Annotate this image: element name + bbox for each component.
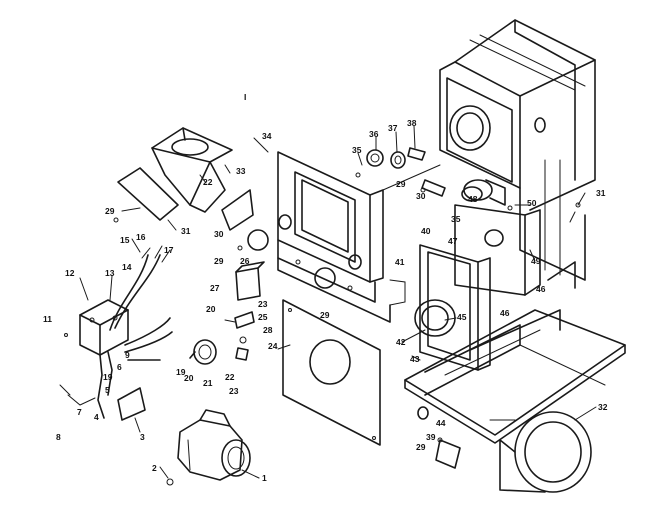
label-part-29a: 29	[105, 206, 115, 216]
label-part-46b: 46	[536, 284, 546, 294]
burner-panel	[414, 244, 491, 371]
label-part-43: 43	[410, 354, 420, 364]
leader-lines	[79, 125, 597, 479]
label-part-32: 32	[598, 402, 608, 412]
label-part-31b: 31	[596, 188, 606, 198]
hardware-screws	[64, 172, 581, 443]
label-part-22a: 22	[225, 372, 235, 382]
burner-hood-33	[151, 127, 233, 213]
heat-exchanger-assembly	[439, 19, 596, 281]
label-part-42: 42	[396, 337, 406, 347]
label-part-7: 7	[77, 407, 82, 417]
front-panel-34	[277, 151, 441, 323]
label-part-47: 47	[448, 236, 458, 246]
label-part-1: 1	[262, 473, 267, 483]
label-part-20b: 20	[184, 373, 194, 383]
label-part-40: 40	[421, 226, 431, 236]
label-part-29c: 29	[320, 310, 330, 320]
vestibule-panel	[454, 204, 541, 296]
label-part-48: 48	[468, 194, 478, 204]
label-part-29d: 29	[396, 179, 406, 189]
label-part-8: 8	[56, 432, 61, 442]
sight-glass-parts	[366, 147, 446, 197]
label-part-50: 50	[527, 198, 537, 208]
label-part-2: 2	[152, 463, 157, 473]
control-box	[59, 245, 173, 421]
label-part-49: 49	[531, 256, 541, 266]
motor-assembly-1	[166, 409, 251, 486]
label-part-39: 39	[426, 432, 436, 442]
transformer-27	[235, 261, 265, 301]
cover-plate-29	[117, 167, 179, 221]
label-part-19a: 19	[103, 372, 113, 382]
bracket-30	[221, 189, 269, 251]
access-panel-24	[282, 299, 381, 446]
label-part-35b: 35	[451, 214, 461, 224]
terminal-25	[224, 311, 255, 329]
label-part-19b: 19	[176, 367, 186, 377]
label-part-22b: 22	[203, 177, 213, 187]
label-part-33: 33	[236, 166, 246, 176]
label-part-35a: 35	[352, 145, 362, 155]
label-part-16: 16	[136, 232, 146, 242]
label-part-6: 6	[117, 362, 122, 372]
label-part-28: 28	[263, 325, 273, 335]
label-part-29b: 29	[214, 256, 224, 266]
blower-bracket-44	[417, 406, 461, 469]
label-part-37: 37	[388, 123, 398, 133]
label-part-38: 38	[407, 118, 417, 128]
label-part-36: 36	[369, 129, 379, 139]
label-part-9: 9	[125, 350, 130, 360]
limit-control-21	[189, 339, 217, 365]
label-part-25: 25	[258, 312, 268, 322]
label-part-30b: 30	[416, 191, 426, 201]
label-part-24: 24	[268, 341, 278, 351]
label-part-12: 12	[65, 268, 75, 278]
base-pan	[404, 309, 626, 444]
label-section-marker: I	[244, 92, 246, 102]
part-labels: 1 2 3 4 5 6 7 8 9 11 12 13 14 15 16 17 1…	[43, 92, 608, 483]
label-part-34: 34	[262, 131, 272, 141]
label-part-46a: 46	[500, 308, 510, 318]
label-part-27: 27	[210, 283, 220, 293]
label-part-29e: 29	[416, 442, 426, 452]
pressure-switch-22	[235, 336, 249, 361]
flue-collar	[461, 179, 513, 211]
label-part-3: 3	[140, 432, 145, 442]
label-part-20c: 20	[206, 304, 216, 314]
label-part-4: 4	[94, 412, 99, 422]
label-part-26: 26	[240, 256, 250, 266]
label-part-17: 17	[164, 245, 174, 255]
label-part-23b: 23	[258, 299, 268, 309]
label-part-15: 15	[120, 235, 130, 245]
label-part-31a: 31	[181, 226, 191, 236]
label-part-30a: 30	[214, 229, 224, 239]
label-part-45: 45	[457, 312, 467, 322]
label-part-14: 14	[122, 262, 132, 272]
label-part-23a: 23	[229, 386, 239, 396]
blower-housing	[489, 411, 592, 493]
label-part-13: 13	[105, 268, 115, 278]
label-part-21: 21	[203, 378, 213, 388]
label-part-5: 5	[105, 385, 110, 395]
label-part-41: 41	[395, 257, 405, 267]
label-part-11: 11	[43, 314, 52, 324]
label-part-44: 44	[436, 418, 446, 428]
